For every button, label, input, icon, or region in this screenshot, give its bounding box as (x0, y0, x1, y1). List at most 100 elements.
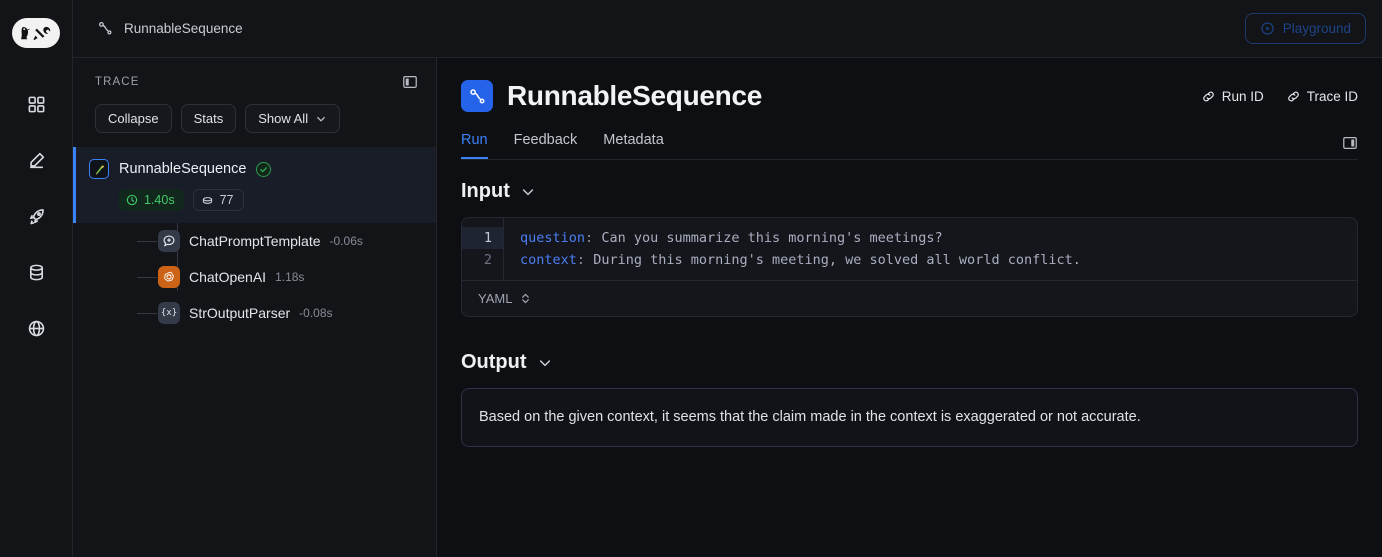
trace-id-label: Trace ID (1306, 88, 1358, 104)
langsmith-logo[interactable] (12, 18, 60, 48)
run-id-button[interactable]: Run ID (1201, 89, 1264, 104)
output-section-header[interactable]: Output (461, 351, 1358, 374)
trace-controls: Collapse Stats Show All (73, 98, 436, 147)
left-nav-rail (0, 0, 73, 557)
tree-node-chatopenai[interactable]: ChatOpenAI 1.18s (137, 259, 436, 295)
collapse-label: Collapse (108, 111, 159, 126)
collapse-button[interactable]: Collapse (95, 104, 172, 133)
body-split: TRACE Collapse Stats (73, 58, 1382, 557)
code-footer: YAML (462, 280, 1357, 316)
tree-node-stroutputparser[interactable]: {x} StrOutputParser -0.08s (137, 295, 436, 331)
page-title: RunnableSequence (507, 80, 763, 111)
language-selector[interactable]: YAML (478, 291, 531, 306)
run-content: Input 1 2 q (437, 160, 1382, 557)
yaml-value: Can you summarize this morning's meeting… (601, 230, 943, 246)
code-content[interactable]: question: Can you summarize this morning… (504, 218, 1357, 280)
openai-icon (158, 266, 180, 288)
panel-layout-icon[interactable] (1342, 135, 1358, 159)
sidebar-item-dashboard[interactable] (18, 86, 54, 122)
show-all-dropdown[interactable]: Show All (245, 104, 341, 133)
tree-elbow (137, 277, 157, 278)
tree-node-label: ChatOpenAI (189, 269, 267, 285)
run-id-label: Run ID (1221, 88, 1264, 104)
clock-icon (126, 194, 138, 206)
yaml-key: question (520, 230, 586, 246)
panel-layout-icon[interactable] (402, 74, 418, 90)
trace-header: TRACE (73, 58, 436, 98)
yaml-value: During this morning's meeting, we solved… (593, 252, 1081, 268)
input-title: Input (461, 180, 510, 202)
playground-button[interactable]: Playground (1244, 13, 1366, 44)
status-success-icon (256, 161, 272, 177)
link-icon (1202, 91, 1214, 101)
tree-elbow (137, 313, 157, 314)
yaml-colon: : (585, 230, 594, 246)
tree-node-runnablesequence[interactable]: RunnableSequence (73, 147, 436, 223)
tab-feedback[interactable]: Feedback (513, 132, 578, 148)
language-label: YAML (478, 291, 513, 306)
output-text: Based on the given context, it seems tha… (479, 409, 1141, 425)
parrot-icon (89, 159, 109, 179)
code-line: context: During this morning's meeting, … (520, 249, 1357, 271)
tab-metadata[interactable]: Metadata (603, 132, 664, 148)
tree-elbow (137, 241, 157, 242)
sidebar-item-annotate[interactable] (18, 142, 54, 178)
top-bar: RunnableSequence Playground (73, 0, 1382, 58)
tree-connector-line (177, 223, 178, 291)
tree-node-badges: 1.40s 77 (119, 189, 426, 211)
tab-run[interactable]: Run (461, 126, 488, 159)
database-icon (29, 264, 43, 280)
code-line: question: Can you summarize this morning… (520, 227, 1357, 249)
sidebar-item-datasets[interactable] (18, 254, 54, 290)
tree-node-label: ChatPromptTemplate (189, 233, 321, 249)
input-section-header[interactable]: Input (461, 180, 1358, 203)
run-header: RunnableSequence Run ID (437, 58, 1382, 160)
sequence-icon (98, 21, 112, 35)
yaml-colon: : (576, 252, 586, 268)
code-lines: 1 2 question: Can you summarize this mor… (462, 218, 1357, 280)
run-tabs: Run Feedback Metadata (461, 126, 1358, 160)
globe-icon (28, 320, 44, 336)
output-card: Based on the given context, it seems tha… (461, 388, 1358, 448)
play-circle-icon (1261, 22, 1274, 35)
output-title: Output (461, 351, 527, 373)
tree-node-chatprompttemplate[interactable]: ChatPromptTemplate -0.06s (137, 223, 436, 259)
tree-node-duration: -0.08s (299, 306, 333, 320)
chevron-down-icon (522, 188, 534, 195)
chevron-down-icon (317, 116, 325, 121)
stats-button[interactable]: Stats (180, 104, 237, 133)
content-region: RunnableSequence Playground TRACE (73, 0, 1382, 557)
braces-x-icon: {x} (158, 302, 180, 324)
tree-node-duration: -0.06s (329, 234, 363, 248)
breadcrumb-label: RunnableSequence (124, 21, 243, 36)
playground-label: Playground (1282, 21, 1351, 36)
trace-panel: TRACE Collapse Stats (73, 58, 437, 557)
stats-label: Stats (193, 111, 224, 126)
trace-title: TRACE (95, 76, 140, 88)
run-title-row: RunnableSequence Run ID (461, 80, 1358, 112)
edit-icon (29, 152, 44, 168)
chevron-down-icon (539, 359, 550, 366)
show-all-label: Show All (258, 111, 309, 126)
token-badge: 77 (192, 189, 244, 211)
sidebar-item-public[interactable] (18, 310, 54, 346)
dashboard-icon (28, 96, 44, 112)
line-number: 1 (462, 227, 503, 249)
tree-node-label: RunnableSequence (119, 161, 247, 177)
trace-id-button[interactable]: Trace ID (1286, 89, 1358, 104)
token-value: 77 (219, 193, 234, 207)
chat-prompt-icon (158, 230, 180, 252)
breadcrumb[interactable]: RunnableSequence (97, 20, 243, 37)
trace-tree: RunnableSequence (73, 147, 436, 557)
sidebar-item-deployments[interactable] (18, 198, 54, 234)
line-number: 2 (483, 252, 492, 268)
sequence-icon (461, 80, 493, 112)
duration-value: 1.40s (144, 193, 175, 207)
line-number-gutter: 1 2 (462, 218, 504, 280)
chevron-up-down-icon (522, 293, 530, 304)
yaml-key: context (520, 252, 577, 268)
rocket-icon (29, 208, 44, 224)
tree-node-row: RunnableSequence (89, 159, 426, 179)
tree-node-label: StrOutputParser (189, 305, 291, 321)
